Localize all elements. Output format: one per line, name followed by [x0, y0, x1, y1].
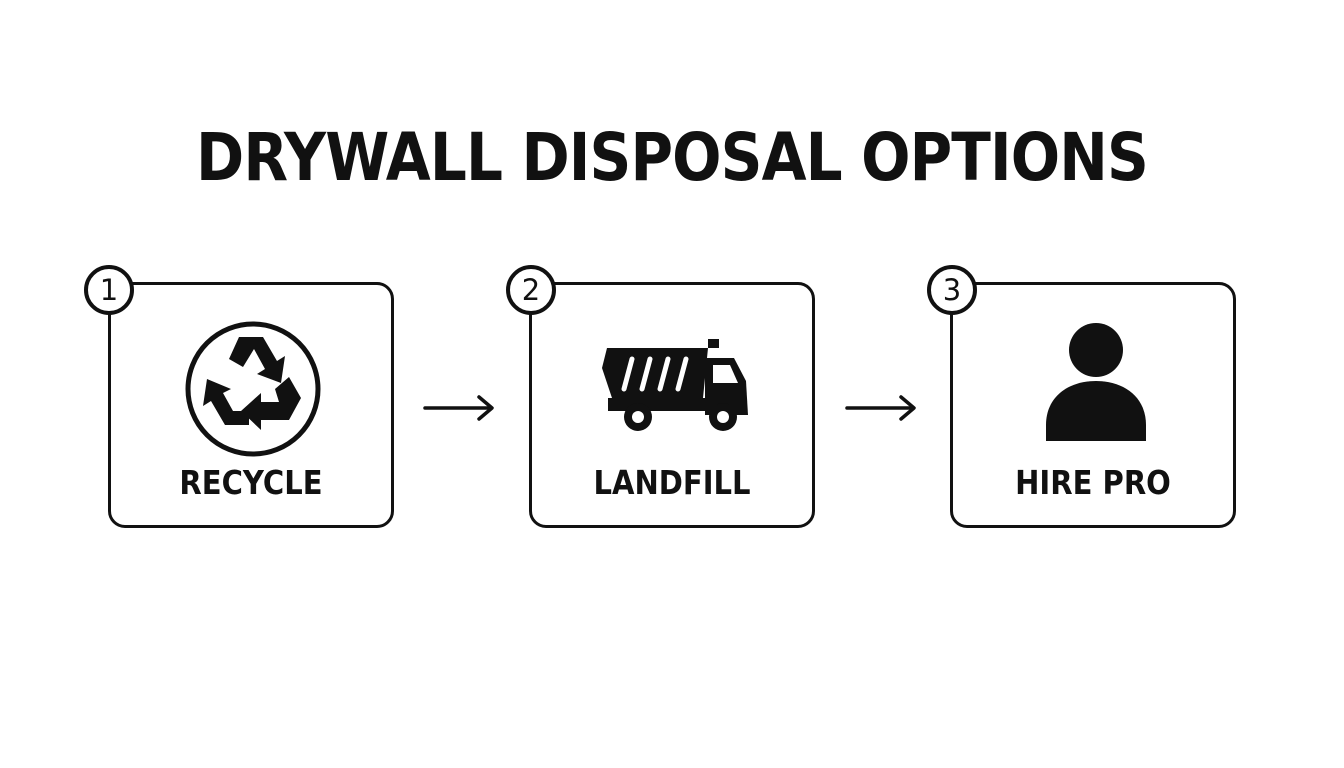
- step-number: 3: [942, 272, 962, 307]
- step-number-badge: 1: [84, 265, 134, 315]
- step-label: RECYCLE: [179, 463, 323, 502]
- step-number: 2: [521, 272, 541, 307]
- arrow-right-icon: [845, 395, 916, 421]
- step-card-hire-pro: HIRE PRO: [950, 282, 1236, 528]
- dump-truck-icon: [602, 339, 748, 431]
- step-number-badge: 2: [506, 265, 556, 315]
- step-number-badge: 3: [927, 265, 977, 315]
- step-label: LANDFILL: [593, 463, 751, 502]
- step-number: 1: [99, 272, 119, 307]
- recycle-icon: [185, 321, 321, 457]
- person-icon: [1046, 323, 1146, 441]
- step-card-landfill: LANDFILL: [529, 282, 815, 528]
- step-card-recycle: RECYCLE: [108, 282, 394, 528]
- arrow-right-icon: [423, 395, 494, 421]
- diagram-title: DRYWALL DISPOSAL OPTIONS: [196, 119, 1149, 196]
- step-label: HIRE PRO: [1015, 463, 1171, 502]
